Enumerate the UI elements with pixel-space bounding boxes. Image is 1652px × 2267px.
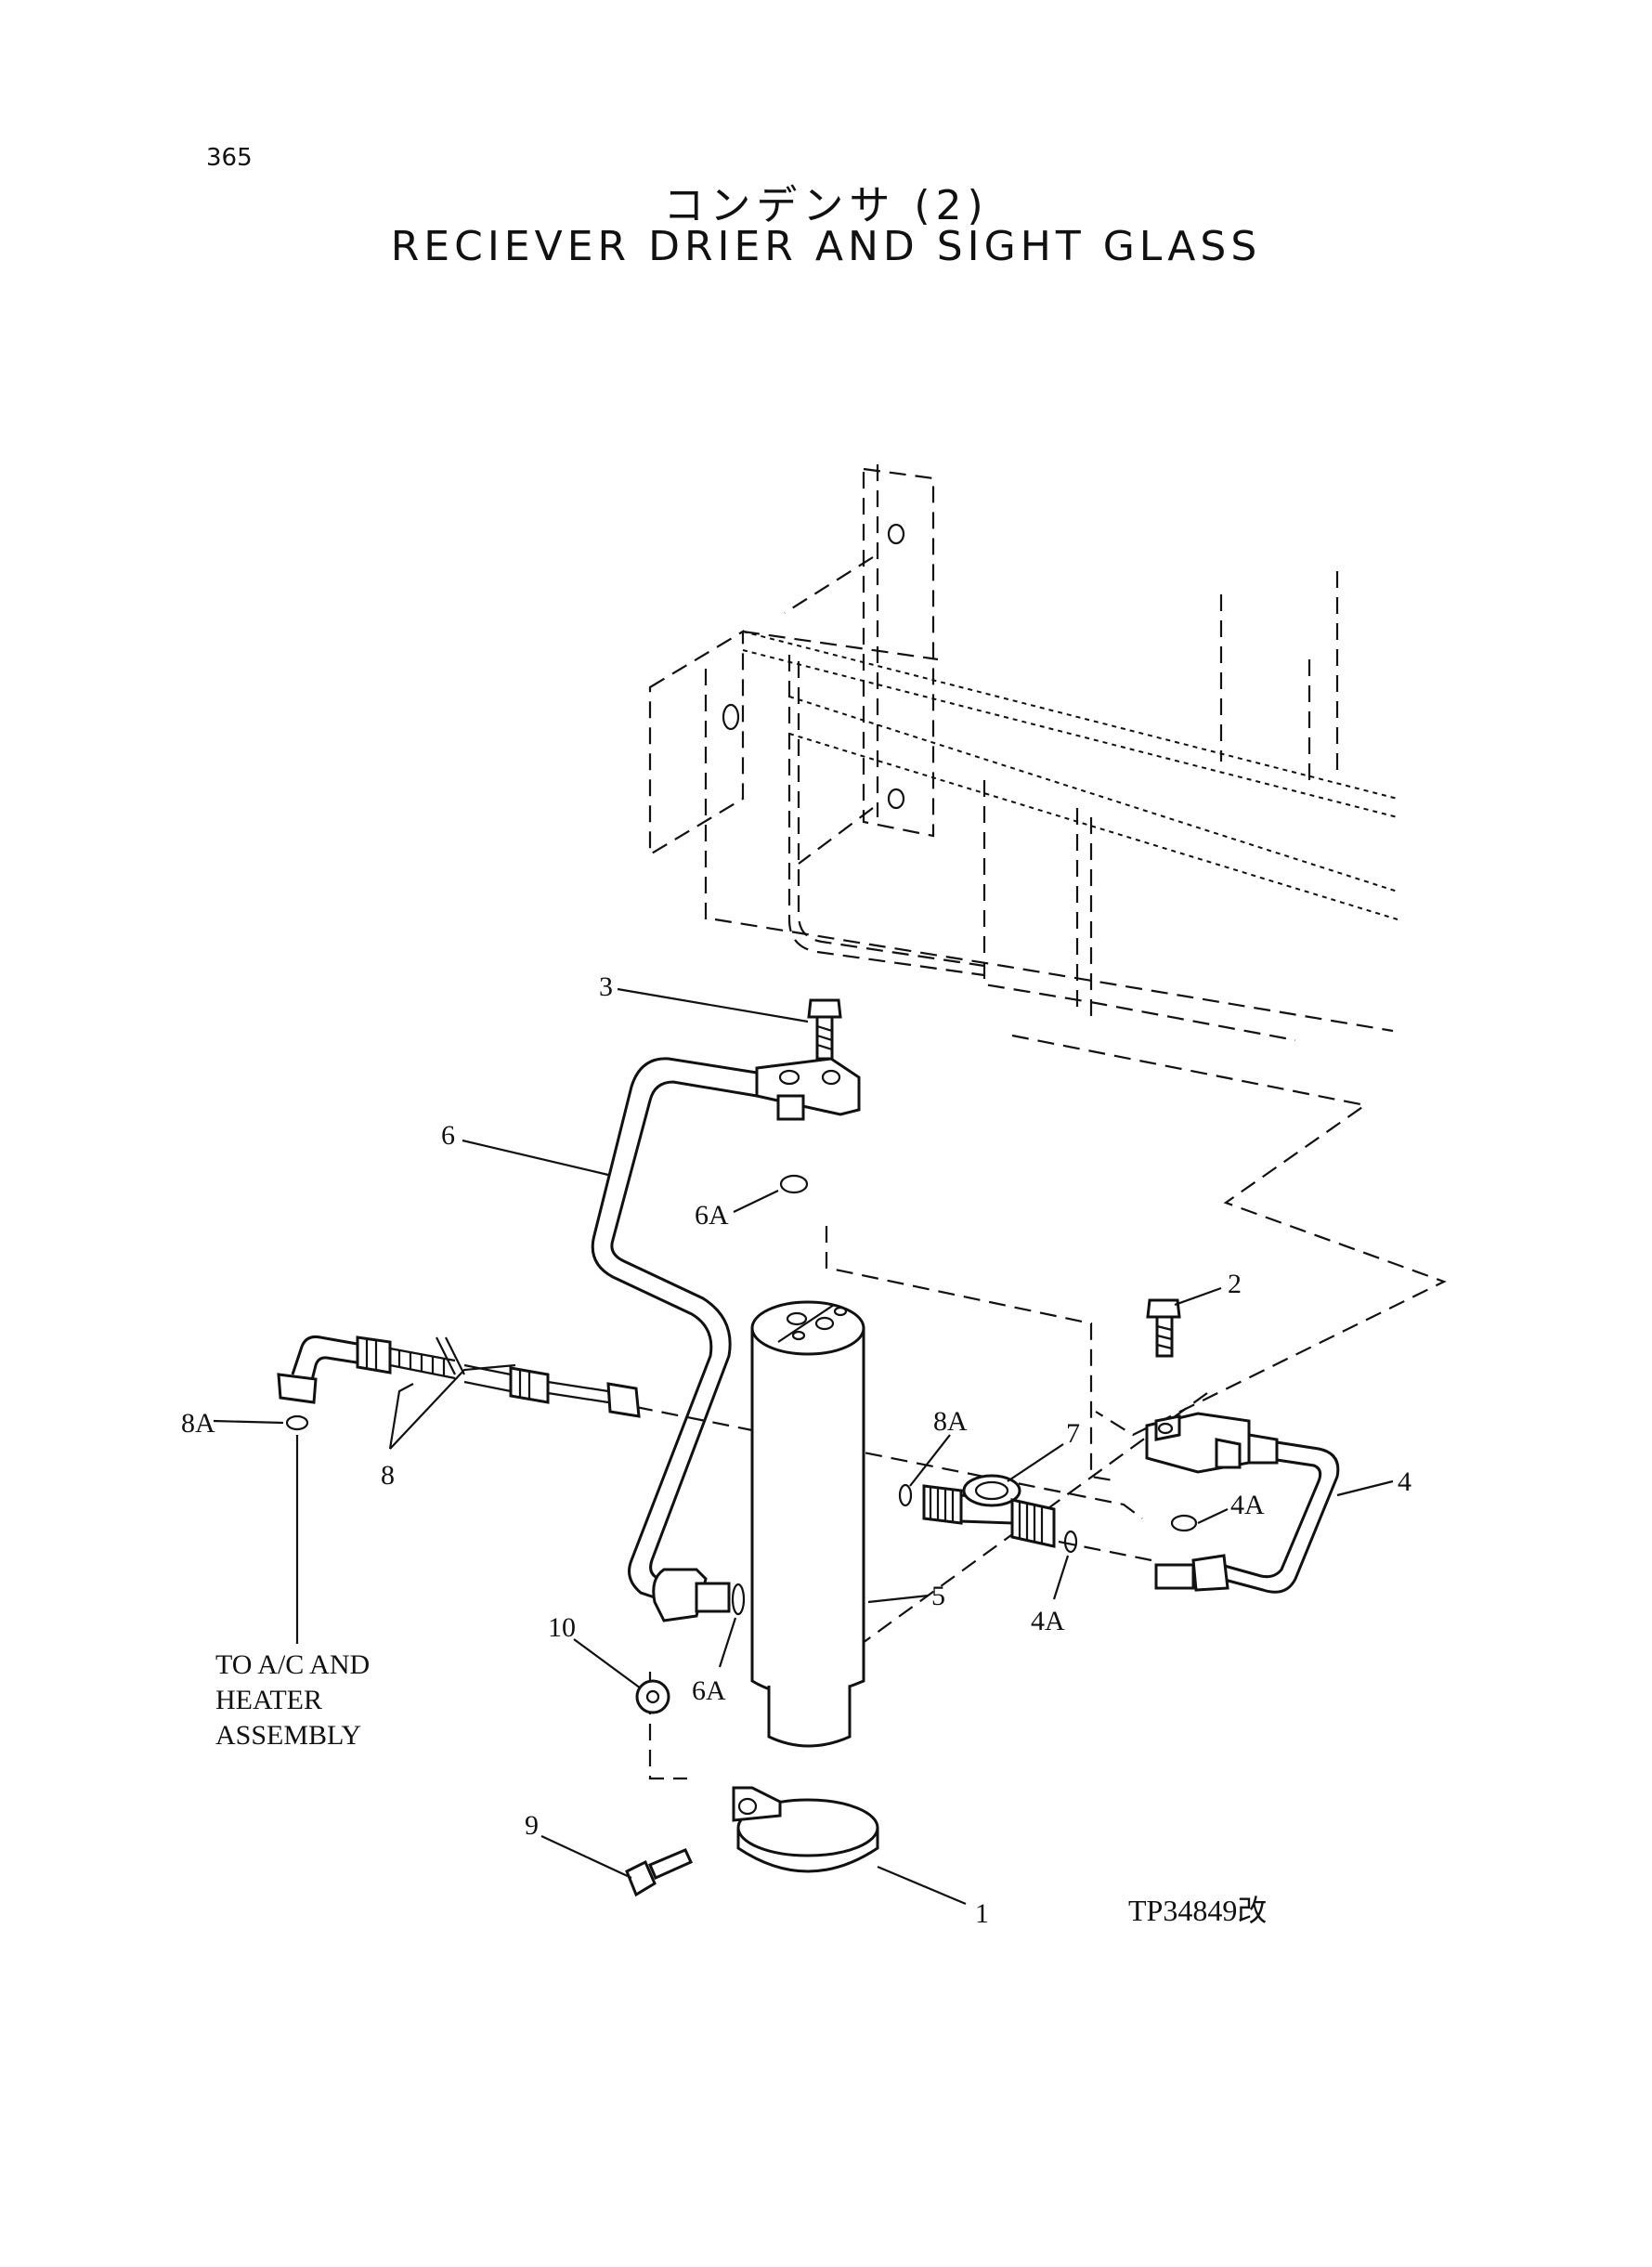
callout-8: 8 [381, 1460, 395, 1491]
callout-4: 4 [1398, 1466, 1411, 1497]
callout-8a-mid: 8A [933, 1406, 968, 1437]
part-6a-oring-top [779, 1174, 809, 1194]
part-8a-oring-left [285, 1414, 309, 1431]
part-8-hose [277, 1335, 641, 1418]
callout-8a-left: 8A [181, 1408, 215, 1439]
note-line-3: ASSEMBLY [215, 1720, 361, 1751]
part-9-bolt [625, 1848, 693, 1897]
drawing-reference: TP34849改 [1128, 1894, 1267, 1927]
assembly-note: TO A/C AND HEATER ASSEMBLY [215, 1649, 370, 1751]
note-line-1: TO A/C AND [215, 1649, 370, 1680]
part-4a-oring-bottom [1063, 1530, 1078, 1554]
part-7-sight-glass [922, 1474, 1056, 1548]
page-number: 365 [206, 144, 253, 172]
part-6-tube [591, 1057, 861, 1622]
mounting-frame-phantom [635, 464, 1447, 1780]
callout-6a-bottom: 6A [692, 1675, 726, 1706]
callout-4a-bottom: 4A [1031, 1606, 1065, 1636]
part-4a-oring-top [1170, 1514, 1198, 1532]
callout-10: 10 [548, 1612, 576, 1643]
part-8a-oring-mid [898, 1483, 913, 1507]
callout-1: 1 [975, 1898, 989, 1929]
part-4-tube [1145, 1412, 1340, 1594]
part-5-receiver-drier [750, 1300, 865, 1748]
title-japanese: コンデンサ (2) [663, 182, 989, 229]
note-line-2: HEATER [215, 1685, 322, 1715]
callout-6: 6 [441, 1120, 455, 1151]
callout-5: 5 [931, 1581, 945, 1611]
part-6a-oring-bottom [731, 1583, 746, 1616]
callout-9: 9 [525, 1810, 539, 1841]
callout-2: 2 [1228, 1269, 1242, 1299]
callout-6a-top: 6A [695, 1200, 729, 1231]
part-1-band-clamp [732, 1786, 879, 1873]
callout-4a-top: 4A [1230, 1490, 1265, 1520]
leader-lines [213, 987, 1394, 1906]
title-english: RECIEVER DRIER AND SIGHT GLASS [390, 223, 1262, 270]
part-3-bolt [807, 998, 842, 1061]
part-2-bolt [1146, 1298, 1181, 1358]
callout-7: 7 [1066, 1418, 1080, 1449]
callout-labels: 3 6 6A 2 8A 8A 7 4 4A 8 5 4A 10 6A 9 1 [181, 971, 1411, 1929]
callout-3: 3 [599, 971, 613, 1002]
part-10-washer [635, 1679, 670, 1714]
